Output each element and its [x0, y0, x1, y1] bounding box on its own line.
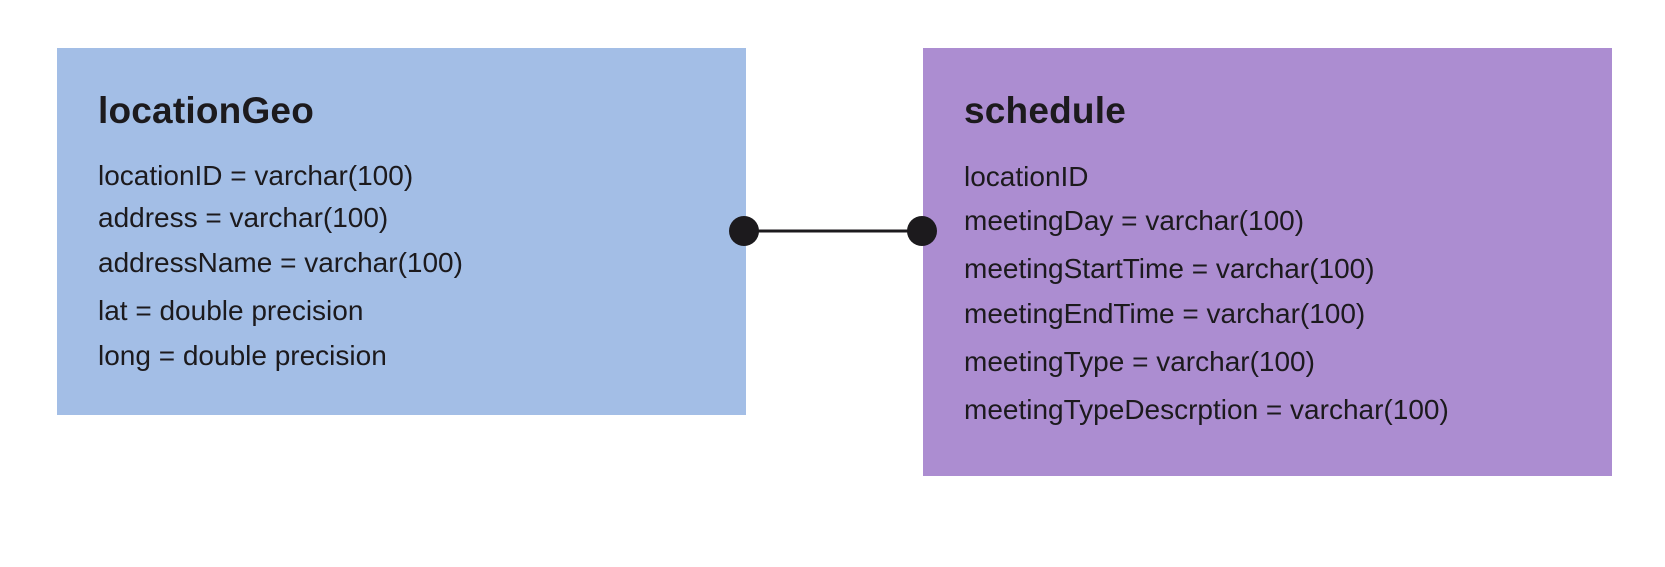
field-address-name: addressName = varchar(100) [98, 247, 463, 278]
table-schedule: schedule locationID meetingDay = varchar… [923, 48, 1612, 476]
field-meeting-end-time: meetingEndTime = varchar(100) [964, 298, 1366, 329]
field-meeting-start-time: meetingStartTime = varchar(100) [964, 253, 1375, 284]
table-title-schedule: schedule [964, 90, 1126, 131]
field-address: address = varchar(100) [98, 202, 389, 233]
field-meeting-type-description: meetingTypeDescrption = varchar(100) [964, 394, 1449, 425]
relationship-start-dot [729, 216, 759, 246]
field-lat: lat = double precision [98, 295, 364, 326]
field-meeting-day: meetingDay = varchar(100) [964, 205, 1305, 236]
table-title-locationgeo: locationGeo [98, 90, 314, 131]
table-locationgeo: locationGeo locationID = varchar(100) ad… [57, 48, 746, 415]
field-long: long = double precision [98, 340, 387, 371]
field-schedule-location-id: locationID [964, 161, 1089, 192]
relationship-end-dot [907, 216, 937, 246]
field-meeting-type: meetingType = varchar(100) [964, 346, 1315, 377]
field-location-id: locationID = varchar(100) [98, 160, 414, 191]
